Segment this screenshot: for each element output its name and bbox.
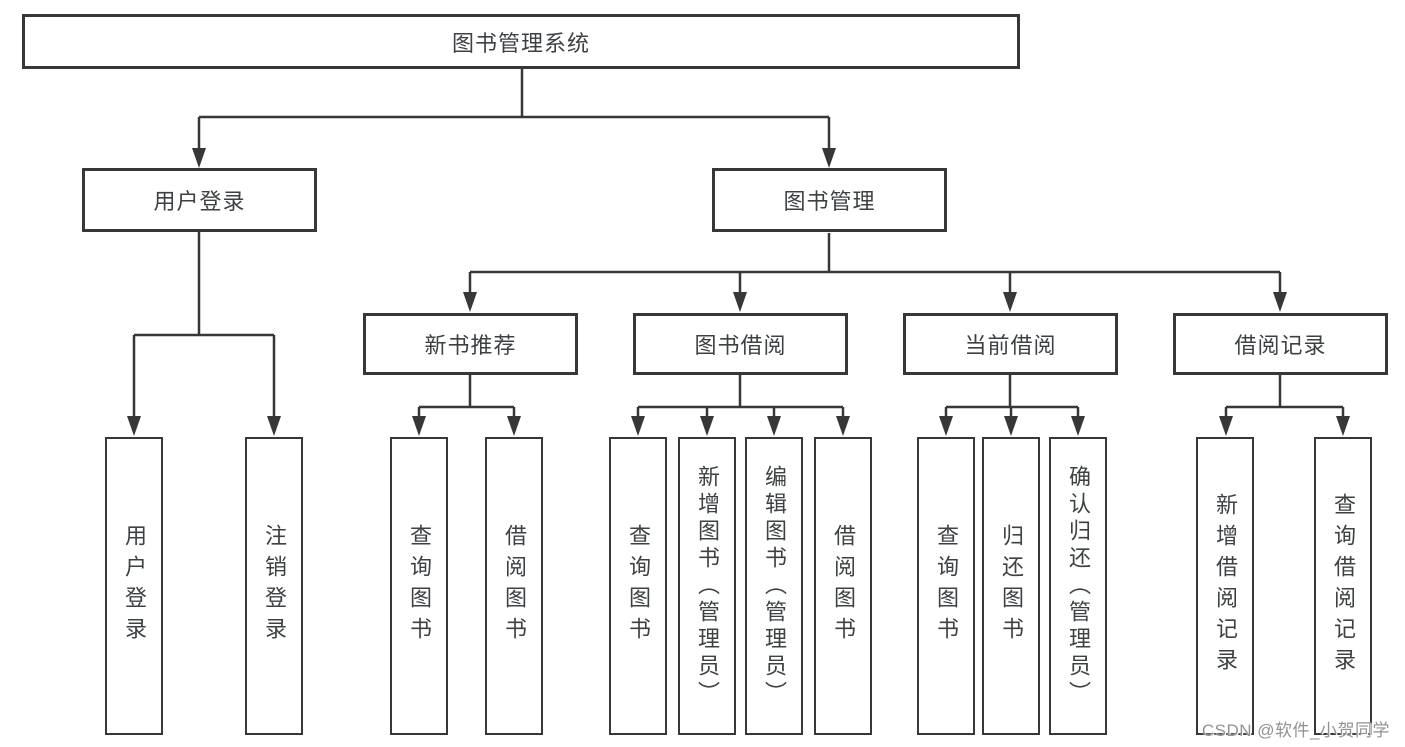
node-label: 借阅图书 — [831, 524, 856, 648]
node-label: 图书管理 — [783, 189, 876, 214]
node-label: 新增图书（管理员） — [695, 464, 720, 708]
node-label: 用户登录 — [122, 524, 147, 648]
node-label: 图书借阅 — [694, 333, 787, 358]
node-label: 确认归还（管理员） — [1066, 464, 1091, 708]
leaf-query-borrow-record: 查询借阅记录 — [1314, 437, 1372, 735]
node-label: 归还图书 — [999, 524, 1024, 648]
node-library-system: 图书管理系统 — [22, 14, 1020, 69]
node-book-borrow: 图书借阅 — [633, 313, 848, 375]
node-label: 当前借阅 — [964, 333, 1057, 358]
node-current-borrow: 当前借阅 — [903, 313, 1118, 375]
node-borrow-records: 借阅记录 — [1173, 313, 1388, 375]
node-label: 注销登录 — [262, 524, 287, 648]
node-label: 借阅图书 — [502, 524, 527, 648]
node-label: 查询图书 — [934, 524, 959, 648]
node-label: 新增借阅记录 — [1213, 493, 1238, 679]
leaf-query-books-current: 查询图书 — [917, 437, 975, 735]
leaf-add-borrow-record: 新增借阅记录 — [1196, 437, 1254, 735]
leaf-add-books-admin: 新增图书（管理员） — [678, 437, 736, 735]
node-label: 编辑图书（管理员） — [762, 464, 787, 708]
leaf-user-login: 用户登录 — [105, 437, 163, 735]
node-label: 查询图书 — [407, 524, 432, 648]
leaf-logout: 注销登录 — [245, 437, 303, 735]
node-label: 新书推荐 — [424, 333, 517, 358]
leaf-borrow-books-recommend: 借阅图书 — [485, 437, 543, 735]
node-book-management: 图书管理 — [712, 168, 947, 232]
leaf-return-books: 归还图书 — [982, 437, 1040, 735]
node-label: 查询图书 — [626, 524, 651, 648]
node-label: 借阅记录 — [1234, 333, 1327, 358]
node-label: 图书管理系统 — [451, 30, 590, 56]
node-new-book-recommend: 新书推荐 — [363, 313, 578, 375]
leaf-query-books-borrow: 查询图书 — [609, 437, 667, 735]
leaf-query-books-recommend: 查询图书 — [390, 437, 448, 735]
node-user-login: 用户登录 — [82, 168, 317, 232]
leaf-confirm-return-admin: 确认归还（管理员） — [1049, 437, 1107, 735]
csdn-watermark: CSDN @软件_小贺同学 — [1201, 721, 1390, 740]
node-label: 查询借阅记录 — [1331, 493, 1356, 679]
leaf-edit-books-admin: 编辑图书（管理员） — [745, 437, 803, 735]
leaf-borrow-books: 借阅图书 — [814, 437, 872, 735]
node-label: 用户登录 — [153, 189, 246, 214]
